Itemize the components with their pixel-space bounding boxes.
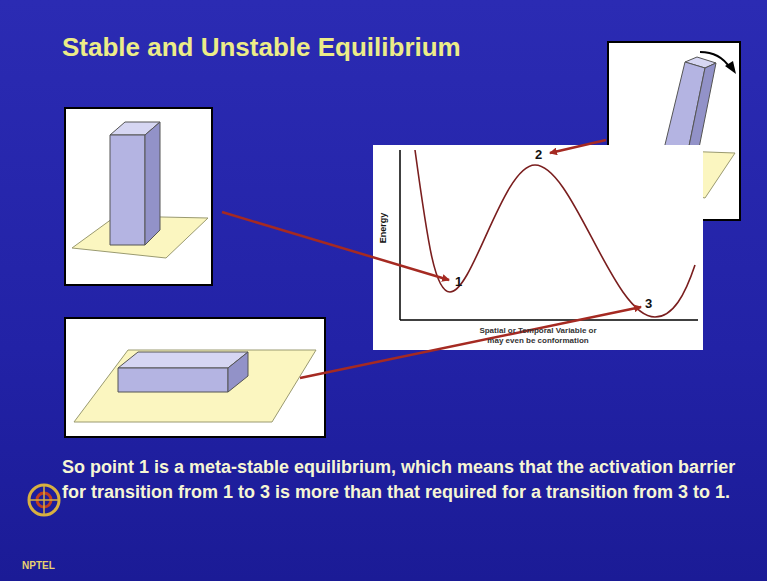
image-panel xyxy=(65,108,212,285)
point-number: 2 xyxy=(535,147,542,162)
axis-label: Spatial or Temporal Variable or may even… xyxy=(473,326,603,346)
point-number: 3 xyxy=(645,296,652,311)
axis-label: Energy xyxy=(378,213,388,244)
energy-curve xyxy=(373,145,703,350)
image-panel xyxy=(65,318,325,437)
point-number: 1 xyxy=(455,274,462,289)
slide-caption: So point 1 is a meta-stable equilibrium,… xyxy=(62,455,752,505)
slide-title: Stable and Unstable Equilibrium xyxy=(62,32,461,63)
energy-graph: 1 2 3 EnergySpatial or Temporal Variable or… xyxy=(373,145,703,350)
logo-text: NPTEL xyxy=(22,560,55,571)
